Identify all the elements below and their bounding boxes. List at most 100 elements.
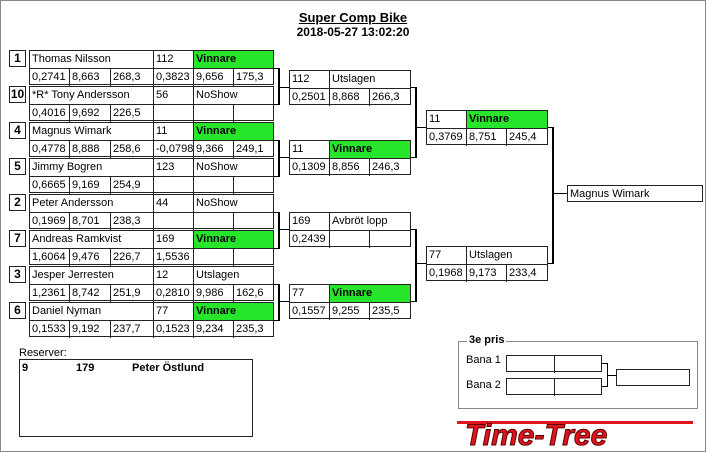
- seed-number: 10: [9, 86, 26, 103]
- reserves-label: Reserver:: [19, 347, 67, 359]
- reaction-time: 0,1533: [30, 321, 70, 338]
- bracket-line: [548, 127, 553, 128]
- opp-reaction-time: 0,1523: [154, 321, 194, 338]
- opp-speed: 249,1: [236, 143, 264, 155]
- speed: 226,7: [111, 249, 154, 266]
- speed: 238,3: [111, 213, 154, 230]
- opp-elapsed-time: 9,234: [194, 321, 234, 338]
- opp-speed: [234, 105, 273, 122]
- driver-name: Peter Andersson: [30, 195, 154, 212]
- bracket-line: [415, 127, 426, 128]
- elapsed-time: 8,888: [70, 141, 111, 158]
- opp-speed: [234, 177, 273, 194]
- opp-reaction-time: 0,2810: [154, 285, 194, 302]
- entry-number: 77: [427, 247, 467, 264]
- reserve-number: 179: [76, 362, 95, 374]
- entry-status: Vinnare: [194, 231, 273, 248]
- driver-name: *R* Tony Andersson: [30, 87, 154, 104]
- third-place-result[interactable]: [616, 369, 690, 386]
- driver-name: Daniel Nyman: [30, 303, 154, 320]
- reaction-time: 0,4016: [30, 105, 70, 122]
- entry-number: 112: [154, 51, 194, 68]
- seed-number: 2: [9, 194, 26, 211]
- opp-reaction-time: [154, 213, 194, 230]
- bracket-line: [552, 193, 567, 194]
- logo-text: Time-Tree: [465, 419, 607, 449]
- reserves-list[interactable]: 9 179 Peter Östlund: [19, 359, 253, 437]
- opp-speed: 235,3: [236, 323, 264, 335]
- entry-status: Vinnare: [194, 303, 273, 320]
- driver-name: Andreas Ramkvist: [30, 231, 154, 248]
- elapsed-time: 9,173: [467, 265, 507, 282]
- speed: 235,5: [372, 305, 400, 317]
- opp-elapsed-time: [194, 105, 234, 122]
- winner-name: Magnus Wimark: [570, 188, 650, 200]
- bracket-line: [415, 263, 426, 264]
- reaction-time: 0,1968: [427, 265, 467, 282]
- bracket-line: [278, 284, 280, 321]
- entry-number: 169: [290, 213, 330, 230]
- opp-speed: [234, 213, 273, 230]
- seed-number: 7: [9, 230, 26, 247]
- elapsed-time: 8,856: [330, 159, 370, 176]
- elapsed-time: 9,255: [330, 303, 370, 320]
- reaction-time: 0,1309: [290, 159, 330, 176]
- bracket-line: [411, 157, 416, 158]
- driver-name: Jimmy Bogren: [30, 159, 154, 176]
- third-place-panel: 3e pris Bana 1 Bana 2: [458, 334, 698, 409]
- winner-box[interactable]: Magnus Wimark: [567, 185, 703, 202]
- speed: 258,6: [111, 141, 154, 158]
- bracket-line: [278, 140, 280, 177]
- reaction-time: 1,6064: [30, 249, 70, 266]
- opp-elapsed-time: [194, 249, 234, 266]
- reaction-time: 0,4778: [30, 141, 70, 158]
- lane1-cell-a: [507, 356, 555, 373]
- elapsed-time: 8,751: [467, 129, 507, 146]
- reaction-time: 0,1969: [30, 213, 70, 230]
- lane2-entry[interactable]: [506, 378, 602, 396]
- speed: 251,9: [111, 285, 154, 302]
- opp-speed: 162,6: [236, 287, 264, 299]
- seed-number: 3: [9, 266, 26, 283]
- lane1-entry[interactable]: [506, 355, 602, 373]
- entry-number: 77: [154, 303, 194, 320]
- opp-speed: 175,3: [236, 71, 264, 83]
- bracket-line: [552, 127, 554, 264]
- bracket-line: [415, 87, 417, 158]
- elapsed-time: 8,742: [70, 285, 111, 302]
- entry-status: NoShow: [196, 161, 238, 173]
- reaction-time: 0,2501: [290, 89, 330, 106]
- reaction-time: 0,1557: [290, 303, 330, 320]
- lane1-label: Bana 1: [466, 354, 501, 366]
- logo-swoosh: [457, 421, 693, 424]
- lane2-cell-a: [507, 379, 555, 396]
- bracket-line: [274, 104, 279, 105]
- reaction-time: 0,6665: [30, 177, 70, 194]
- entry-number: 44: [154, 195, 194, 212]
- reaction-time: 0,2741: [30, 69, 70, 86]
